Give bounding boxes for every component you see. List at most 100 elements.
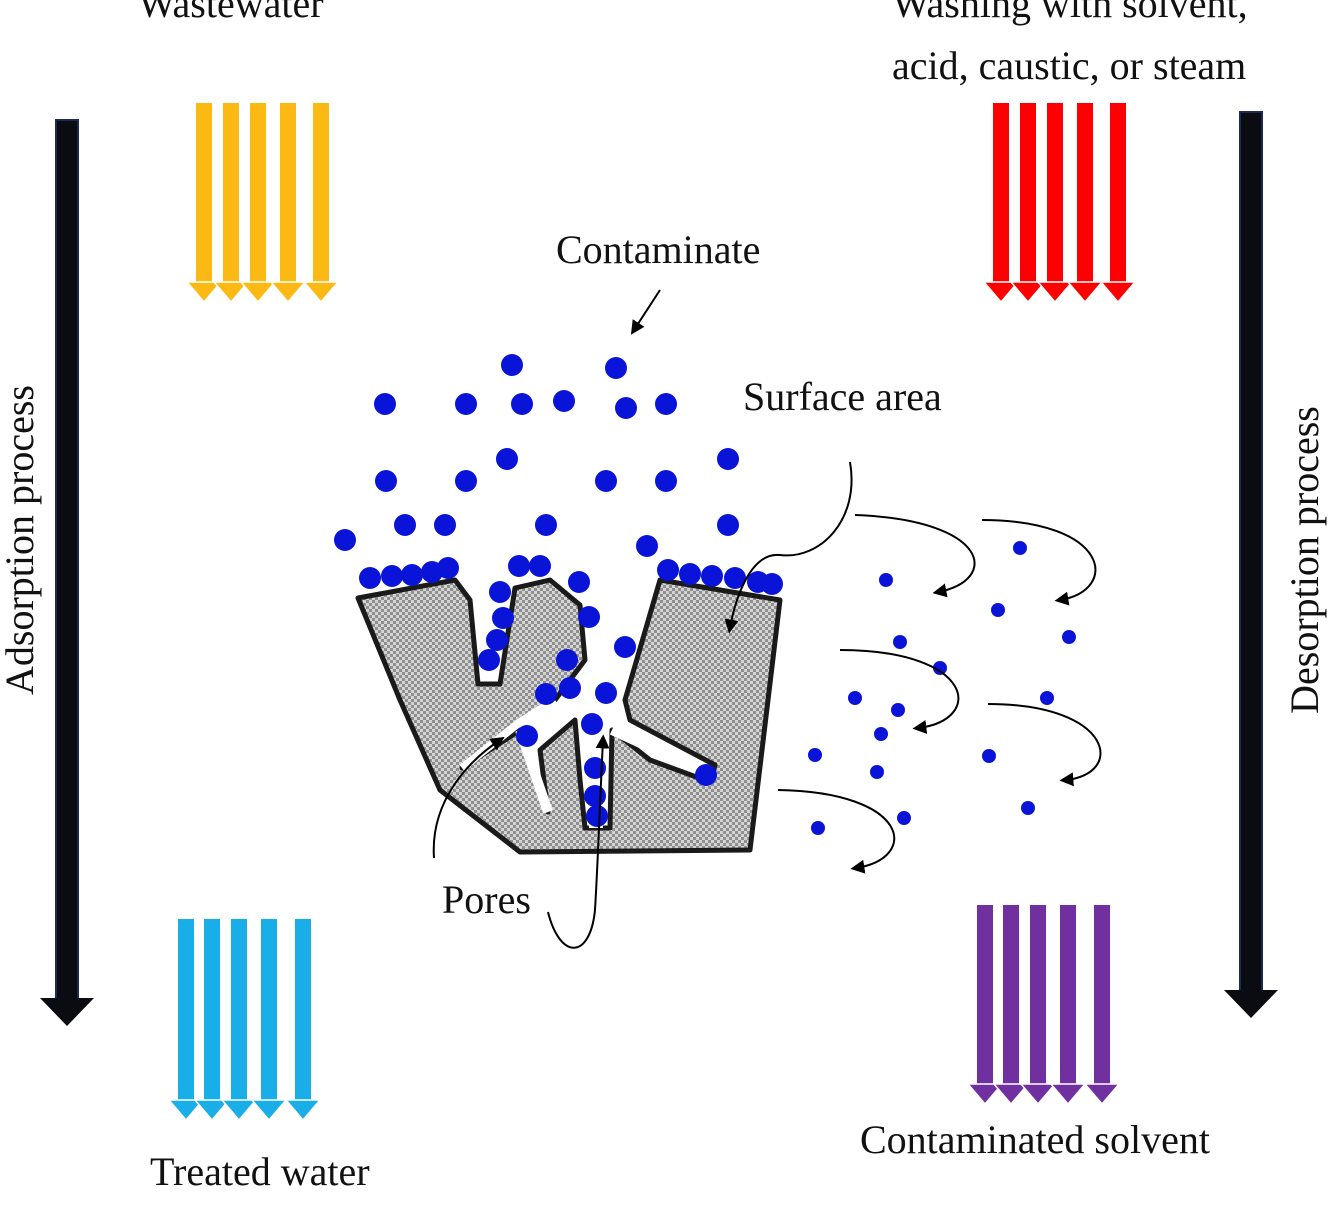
contaminant-particle-17	[535, 514, 557, 536]
wastewater-flow-arrows	[185, 101, 340, 304]
contaminant-particle-36	[492, 607, 514, 629]
desorption-curve-arrows	[777, 514, 1102, 874]
desorption-process-arrow	[1224, 111, 1278, 1018]
contaminant-particle-45	[581, 713, 603, 735]
desorbed-particle-8	[891, 703, 905, 717]
washing-arrow-2	[1009, 101, 1047, 304]
contaminant-particle-1	[501, 354, 523, 376]
contaminant-particle-21	[359, 567, 381, 589]
wastewater-label: Wastewater	[138, 0, 324, 26]
adsorption-process-label: Adsorption process	[0, 385, 42, 695]
treated-arrow-4	[250, 917, 288, 1122]
washing-arrow-3	[1036, 101, 1074, 304]
desorbed-particle-2	[879, 573, 893, 587]
contaminant-particle-18	[717, 514, 739, 536]
treated-arrow-2	[193, 917, 231, 1122]
solvent-arrow-3	[1019, 903, 1057, 1106]
washing-label-line1: Washing with solvent,	[892, 0, 1248, 26]
desorbed-particle-9	[1040, 691, 1054, 705]
adsorbent-particle	[355, 577, 783, 855]
contaminant-particle-37	[486, 629, 508, 651]
contaminant-particle-35	[489, 581, 511, 603]
contaminant-particle-30	[679, 563, 701, 585]
desorbed-particle-6	[933, 661, 947, 675]
contaminant-particle-25	[437, 557, 459, 579]
wastewater-arrow-1	[185, 101, 223, 304]
wastewater-arrow-5	[302, 101, 340, 304]
contaminant-particle-46	[516, 725, 538, 747]
contaminant-particle-40	[478, 649, 500, 671]
contaminant-particles	[334, 354, 783, 827]
washing-arrow-5	[1099, 101, 1137, 304]
contaminant-particle-7	[615, 397, 637, 419]
contaminant-particle-12	[455, 470, 477, 492]
contaminant-particle-28	[568, 571, 590, 593]
washing-arrow-1	[982, 101, 1020, 304]
desorbed-particle-15	[1021, 801, 1035, 815]
desorbed-particle-11	[808, 748, 822, 762]
treated-arrow-1	[167, 917, 205, 1122]
contaminant-particle-31	[701, 565, 723, 587]
contaminant-particle-39	[614, 636, 636, 658]
desorbed-particle-13	[870, 765, 884, 779]
contaminant-particle-3	[374, 393, 396, 415]
contaminant-particle-8	[655, 393, 677, 415]
washing-label-line2: acid, caustic, or steam	[892, 43, 1247, 88]
contaminant-particle-4	[455, 393, 477, 415]
desorbed-particle-10	[874, 727, 888, 741]
contaminant-particle-34	[761, 573, 783, 595]
solvent-arrow-4	[1049, 903, 1087, 1106]
contaminant-particle-27	[529, 555, 551, 577]
annotation-leaders	[432, 289, 853, 949]
contaminant-particle-22	[381, 565, 403, 587]
contaminant-particle-29	[657, 559, 679, 581]
desorbed-particle-4	[1062, 630, 1076, 644]
contaminant-particle-23	[401, 564, 423, 586]
desorbed-particle-16	[811, 821, 825, 835]
desorbed-particle-14	[897, 811, 911, 825]
contaminant-particle-14	[655, 470, 677, 492]
contaminant-particle-48	[584, 785, 606, 807]
contaminant-particle-6	[553, 390, 575, 412]
contaminant-particle-49	[586, 805, 608, 827]
treated-water-label: Treated water	[150, 1149, 370, 1194]
contaminate-label: Contaminate	[556, 227, 761, 272]
contaminant-particle-5	[511, 393, 533, 415]
contaminant-particle-41	[556, 649, 578, 671]
desorbed-particle-5	[893, 635, 907, 649]
treated-water-flow-arrows	[167, 917, 322, 1122]
contaminant-particle-13	[595, 470, 617, 492]
contaminant-particle-44	[595, 682, 617, 704]
contaminant-particle-2	[605, 357, 627, 379]
pores-label: Pores	[442, 877, 531, 922]
contaminated-solvent-label: Contaminated solvent	[860, 1117, 1210, 1162]
wastewater-arrow-3	[239, 101, 277, 304]
desorbed-particle-3	[991, 603, 1005, 617]
contaminant-particle-26	[508, 555, 530, 577]
desorbed-particles	[808, 541, 1076, 835]
solvent-arrow-2	[992, 903, 1030, 1106]
treated-arrow-3	[220, 917, 258, 1122]
desorbed-particle-12	[982, 749, 996, 763]
wastewater-arrow-2	[212, 101, 250, 304]
contaminant-particle-10	[717, 448, 739, 470]
washing-arrow-4	[1066, 101, 1104, 304]
wastewater-arrow-4	[269, 101, 307, 304]
contaminant-particle-20	[636, 535, 658, 557]
contaminant-particle-19	[334, 529, 356, 551]
treated-arrow-5	[284, 917, 322, 1122]
desorption-process-label: Desorption process	[1282, 406, 1327, 714]
desorbed-particle-7	[848, 691, 862, 705]
contaminant-particle-50	[695, 764, 717, 786]
contaminant-particle-15	[394, 514, 416, 536]
contaminant-particle-9	[496, 448, 518, 470]
washing-flow-arrows	[982, 101, 1137, 304]
solvent-arrow-1	[966, 903, 1004, 1106]
contaminant-particle-32	[724, 567, 746, 589]
desorbed-particle-1	[1013, 541, 1027, 555]
contaminant-particle-11	[375, 470, 397, 492]
solvent-arrow-5	[1083, 903, 1121, 1106]
surface-area-label: Surface area	[743, 374, 942, 419]
